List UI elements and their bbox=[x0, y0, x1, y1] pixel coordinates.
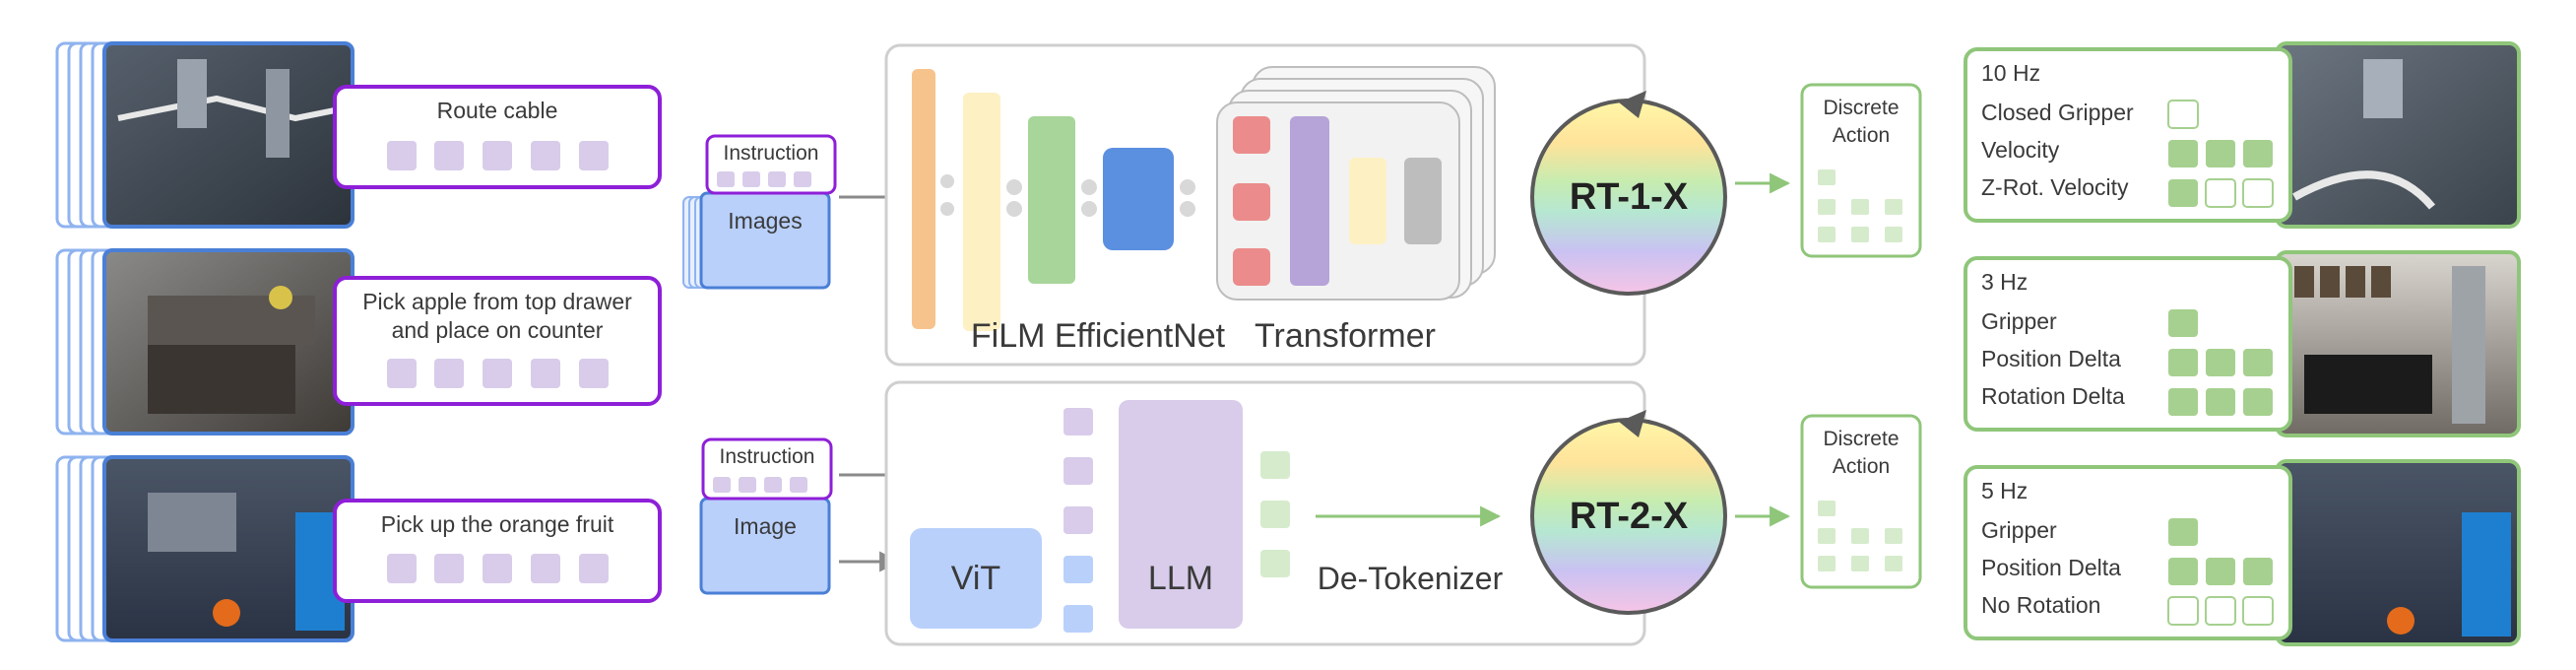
rt1-model-circle: RT-1-X bbox=[1530, 91, 1727, 296]
instruction-text-2a: Pick apple from top drawer bbox=[362, 289, 632, 314]
detokenizer-label: De-Tokenizer bbox=[1318, 561, 1504, 596]
instruction-tokens-2 bbox=[387, 359, 609, 388]
rt2-model-label: RT-2-X bbox=[1570, 496, 1689, 537]
action-row-1-3: Z-Rot. Velocity bbox=[1981, 174, 2129, 200]
rt2-discrete-action: Discrete Action bbox=[1800, 414, 1922, 589]
rt1-discrete-action: Discrete Action bbox=[1800, 83, 1922, 258]
rt2-output-tokens bbox=[1260, 451, 1290, 577]
action-row-3-1: Gripper bbox=[1981, 517, 2057, 543]
film-efficientnet-blocks bbox=[912, 69, 1195, 331]
instruction-text-3: Pick up the orange fruit bbox=[381, 511, 614, 537]
rt1-action-label-2: Action bbox=[1833, 124, 1890, 147]
image-stack-1 bbox=[55, 41, 354, 229]
action-space-2: 3 Hz Gripper Position Delta Rotation Del… bbox=[1964, 250, 2521, 437]
task-2: Pick apple from top drawer and place on … bbox=[55, 248, 662, 436]
vit-label: ViT bbox=[951, 560, 1000, 597]
action-row-3-3: No Rotation bbox=[1981, 592, 2100, 618]
cycle-arrow-icon bbox=[1619, 91, 1646, 118]
llm-block bbox=[1119, 400, 1243, 629]
action-rate-2: 3 Hz bbox=[1981, 269, 2028, 295]
action-row-2-3: Rotation Delta bbox=[1981, 383, 2125, 409]
task-photo-cable-routing bbox=[102, 41, 354, 229]
action-row-1-2: Velocity bbox=[1981, 137, 2060, 163]
action-row-1-1: Closed Gripper bbox=[1981, 100, 2134, 125]
action-row-2-1: Gripper bbox=[1981, 308, 2057, 334]
rt2-image-label: Image bbox=[734, 513, 797, 539]
action-rate-3: 5 Hz bbox=[1981, 478, 2028, 503]
action-row-2-2: Position Delta bbox=[1981, 346, 2121, 371]
rt2-action-label-1: Discrete bbox=[1823, 428, 1899, 450]
rt2-model-circle: RT-2-X bbox=[1530, 410, 1727, 615]
action-row-3-2: Position Delta bbox=[1981, 555, 2121, 580]
action-space-1: 10 Hz Closed Gripper Velocity Z-Rot. Vel… bbox=[1964, 41, 2521, 229]
transformer-block bbox=[1216, 66, 1496, 301]
rt2-instruction-label: Instruction bbox=[720, 445, 815, 468]
action-space-3: 5 Hz Gripper Position Delta No Rotation bbox=[1964, 459, 2521, 646]
cycle-arrow-icon bbox=[1619, 410, 1646, 437]
rt1-model-label: RT-1-X bbox=[1570, 176, 1689, 218]
image-stack-3 bbox=[55, 455, 354, 642]
rt2-action-label-2: Action bbox=[1833, 455, 1890, 478]
vit-block bbox=[910, 528, 1042, 629]
rt1-images-label: Images bbox=[728, 208, 802, 234]
llm-label: LLM bbox=[1148, 560, 1213, 597]
instruction-text-1: Route cable bbox=[437, 98, 558, 123]
instruction-tokens-3 bbox=[387, 554, 609, 583]
rt2-token-column bbox=[1063, 408, 1093, 633]
instruction-tokens-1 bbox=[387, 141, 609, 170]
instruction-text-2b: and place on counter bbox=[392, 317, 604, 343]
task-1: Route cable bbox=[55, 41, 662, 229]
task-3: Pick up the orange fruit bbox=[55, 455, 662, 642]
transformer-label: Transformer bbox=[1255, 317, 1436, 355]
film-efficientnet-label: FiLM EfficientNet bbox=[971, 317, 1226, 355]
rt1-instruction-label: Instruction bbox=[724, 142, 819, 165]
rt1-input: Images Instruction bbox=[682, 134, 837, 290]
image-stack-2 bbox=[55, 248, 354, 436]
rt2-input: Image Instruction bbox=[699, 437, 833, 595]
rt1-action-label-1: Discrete bbox=[1823, 97, 1899, 119]
action-rate-1: 10 Hz bbox=[1981, 60, 2040, 86]
